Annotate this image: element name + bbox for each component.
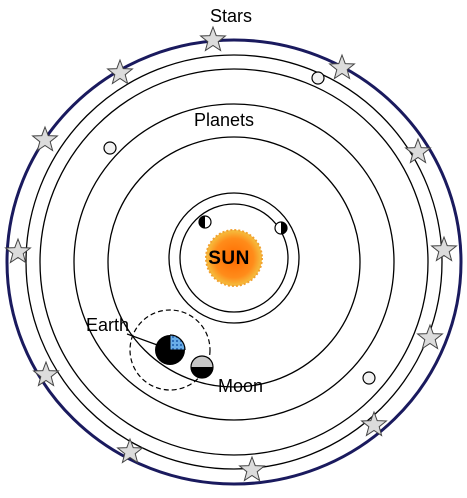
planet-icon — [362, 371, 376, 385]
star-icon — [4, 237, 32, 264]
moon-icon — [190, 355, 214, 379]
star-icon — [430, 235, 458, 262]
star-icon — [238, 455, 266, 482]
star-icon — [199, 25, 227, 52]
sun — [205, 229, 263, 287]
planet-icon — [198, 215, 212, 229]
sun-label: SUN — [208, 248, 250, 269]
star-icon — [31, 125, 59, 152]
stars-group — [4, 25, 458, 482]
star-icon — [360, 410, 388, 437]
planet-orbit — [39, 68, 429, 456]
earth-icon — [155, 334, 186, 365]
star-icon — [416, 323, 444, 350]
planets-label: Planets — [194, 110, 255, 130]
planet-orbit-outer — [25, 54, 443, 470]
planet-icon — [103, 141, 117, 155]
earth-pointer-line — [126, 333, 161, 347]
star-sphere — [5, 38, 463, 486]
moon-label: Moon — [218, 376, 264, 396]
earth-label: Earth — [86, 315, 130, 335]
star-icon — [116, 437, 144, 464]
star-icon — [404, 137, 432, 164]
planet-icon — [311, 71, 325, 85]
star-icon — [328, 53, 356, 80]
moon-orbit — [129, 309, 211, 391]
star-icon — [106, 58, 134, 85]
sun-orbit-outer — [168, 192, 300, 324]
planet-icon — [274, 221, 288, 235]
planet-orbit — [107, 136, 361, 388]
stars-label: Stars — [210, 6, 253, 26]
sun-orbit-inner — [179, 203, 289, 313]
star-icon — [32, 360, 60, 387]
planet-orbit — [73, 103, 395, 421]
